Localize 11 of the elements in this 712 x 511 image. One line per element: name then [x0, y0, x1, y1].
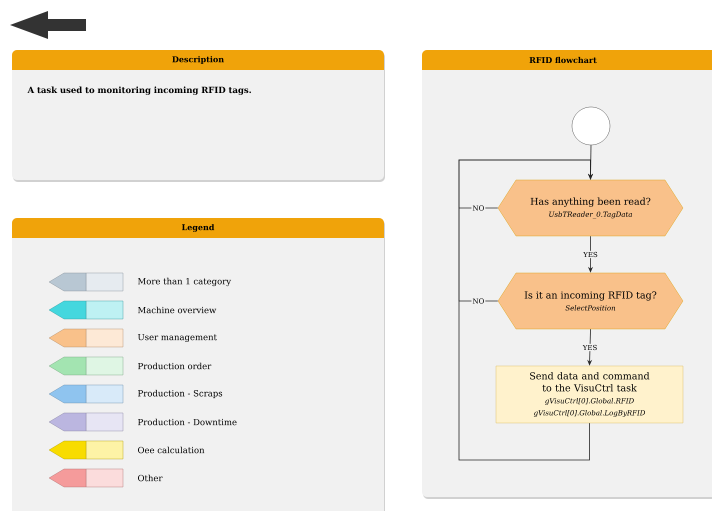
legend-label: Production order — [138, 362, 212, 370]
legend-label: User management — [138, 334, 217, 342]
legend-label: Machine overview — [138, 306, 216, 314]
arrow — [458, 160, 594, 460]
legend-label: Other — [138, 474, 162, 482]
legend-label: Production - Downtime — [138, 418, 237, 426]
legend-label: Oee calculation — [138, 446, 204, 454]
panel: Description A task used to monitoring incoming RFID tags. — [12, 50, 385, 182]
legend-label: More than 1 category — [138, 278, 232, 286]
legend-label: Production - Scraps — [138, 390, 222, 398]
start-circle — [572, 106, 610, 146]
